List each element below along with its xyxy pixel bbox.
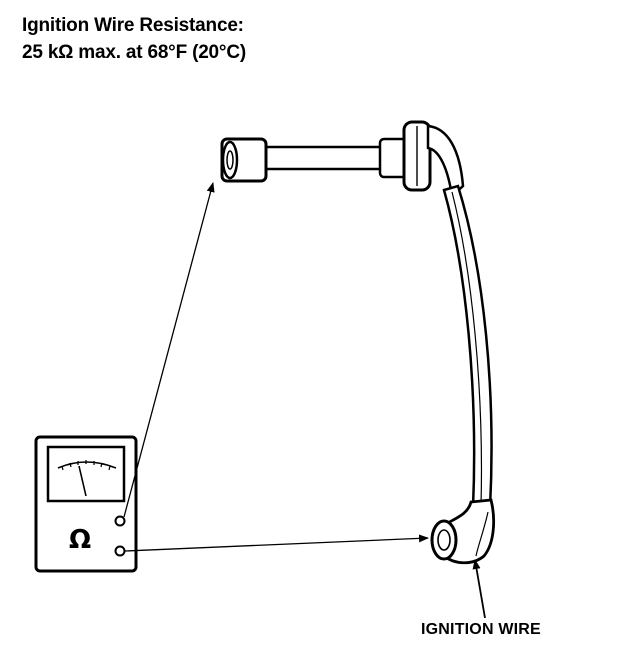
wire-plug-opening — [430, 519, 458, 561]
ignition-wire-label: IGNITION WIRE — [421, 621, 541, 638]
ohmmeter-dial-window — [46, 445, 126, 503]
callout-leader — [472, 559, 486, 619]
ohmmeter-negative-jack — [114, 545, 126, 557]
diagram-heading: Ignition Wire Resistance: 25 kΩ max. at … — [22, 12, 246, 66]
ohm-symbol: Ω — [69, 525, 91, 555]
ignition-wire — [220, 120, 496, 565]
wire-boot-opening — [221, 140, 239, 180]
wire-boot-tube — [260, 145, 384, 171]
ohmmeter-needle — [78, 465, 87, 497]
wire-cable — [442, 184, 493, 510]
wire-top-elbow — [426, 124, 465, 199]
test-lead-to-plug-end — [124, 534, 429, 552]
ohmmeter-scale-ticks — [61, 460, 111, 471]
heading-title: Ignition Wire Resistance: — [22, 15, 244, 36]
ohmmeter: Ω — [34, 435, 138, 573]
wire-plug-opening-inner — [437, 529, 451, 551]
ohmmeter-positive-jack — [114, 515, 126, 527]
test-lead-to-coil-end — [123, 182, 215, 518]
wire-boot-opening-inner — [226, 150, 234, 170]
heading-spec: 25 kΩ max. at 68°F (20°C) — [22, 42, 246, 63]
